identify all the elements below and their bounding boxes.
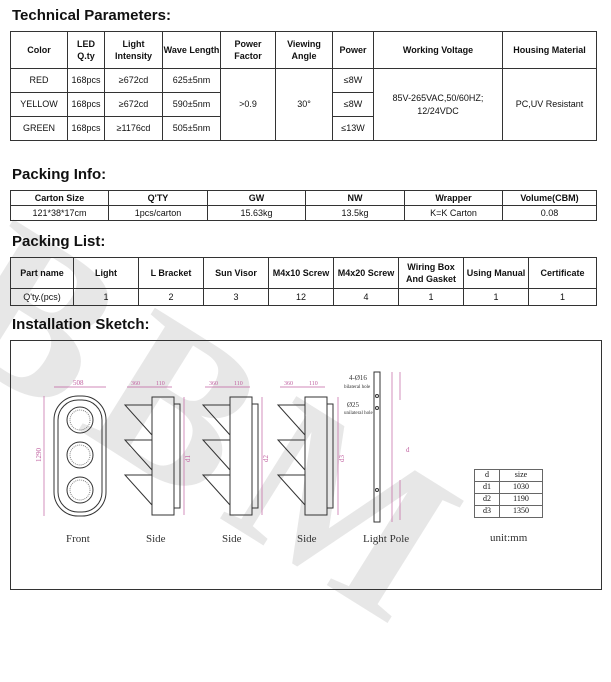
packing-info-value: 0.08 <box>502 205 597 221</box>
wave-cell: 505±5nm <box>162 116 221 141</box>
power-cell: ≤13W <box>332 116 374 141</box>
packing-info-value: K=K Carton <box>404 205 503 221</box>
tech-title: Technical Parameters: <box>12 7 171 24</box>
packing-list-header: M4x20 Screw <box>333 257 399 289</box>
size-table-header: d <box>474 469 500 482</box>
front-dimension-lines <box>43 386 106 516</box>
side3-depth-b: 110 <box>309 381 318 387</box>
packing-list-header: Wiring Box And Gasket <box>398 257 464 289</box>
side3-d-label: d3 <box>338 455 346 463</box>
caption-side-2: Side <box>222 533 242 545</box>
packing-list-value: 12 <box>268 288 334 306</box>
pole-hole2-sub: unilateral hole <box>344 411 374 416</box>
power-cell: ≤8W <box>332 68 374 93</box>
pole-hole2-label: Ø25 <box>347 401 360 409</box>
qty-cell: 168pcs <box>67 92 105 117</box>
tech-header: Working Voltage <box>373 31 503 69</box>
packing-list-value: 4 <box>333 288 399 306</box>
side1-depth-a: 360 <box>131 381 140 387</box>
packing-list-table: Part name Light L Bracket Sun Visor M4x1… <box>10 257 597 306</box>
tech-header: Light Intensity <box>104 31 163 69</box>
side1-depth-b: 110 <box>156 381 165 387</box>
voltage-cell: 85V-265VAC,50/60HZ; 12/24VDC <box>373 68 503 141</box>
installation-sketch: 508 1290 360 110 360 110 360 110 d1 d2 d… <box>35 371 410 523</box>
tech-table: Color LED Q.ty Light Intensity Wave Leng… <box>10 31 597 141</box>
size-table-key: d1 <box>474 481 500 494</box>
tech-header: Color <box>10 31 68 69</box>
pole-dimension-lines <box>391 372 401 522</box>
size-table-value: 1030 <box>499 481 543 494</box>
pole-hole1-label: 4-Ø16 <box>349 374 367 382</box>
packing-info-title: Packing Info: <box>12 166 107 183</box>
tech-header: Wave Length <box>162 31 221 69</box>
side3-depth-a: 360 <box>284 381 293 387</box>
caption-side-1: Side <box>146 533 166 545</box>
housing-cell: PC,UV Resistant <box>502 68 597 141</box>
caption-front: Front <box>66 533 90 545</box>
size-table-value: 1190 <box>499 493 543 506</box>
packing-list-header: Light <box>73 257 139 289</box>
tech-header: Power <box>332 31 374 69</box>
tech-header: LED Q.ty <box>67 31 105 69</box>
packing-info-value: 13.5kg <box>305 205 405 221</box>
side1-d-label: d1 <box>184 455 192 463</box>
packing-info-table: Carton Size Q'TY GW NW Wrapper Volume(CB… <box>10 190 597 221</box>
side-dimension-lines <box>127 386 339 515</box>
packing-list-title: Packing List: <box>12 233 106 250</box>
intensity-cell: ≥672cd <box>104 68 163 93</box>
size-table-header: size <box>499 469 543 482</box>
sketch-title: Installation Sketch: <box>12 316 150 333</box>
viewing-angle-cell: 30° <box>275 68 333 141</box>
front-height-label: 1290 <box>35 448 43 463</box>
packing-list-value: Q'ty.(pcs) <box>10 288 74 306</box>
side-view-drawing <box>123 396 334 516</box>
packing-list-value: 2 <box>138 288 204 306</box>
size-table-value: 1350 <box>499 505 543 518</box>
caption-light-pole: Light Pole <box>363 533 410 545</box>
pole-d-label: d <box>406 446 410 454</box>
sketch-frame <box>10 340 602 590</box>
packing-list-value: 1 <box>528 288 597 306</box>
side2-depth-b: 110 <box>234 381 243 387</box>
side2-depth-a: 360 <box>209 381 218 387</box>
front-view-drawing <box>53 395 107 517</box>
unit-label: unit:mm <box>490 532 528 544</box>
side2-d-label: d2 <box>262 455 270 463</box>
pole-hole1-sub: bilateral hole <box>344 385 371 390</box>
light-pole-drawing <box>373 371 381 523</box>
color-cell: GREEN <box>10 116 68 141</box>
intensity-cell: ≥1176cd <box>104 116 163 141</box>
packing-list-header: Using Manual <box>463 257 529 289</box>
size-table-key: d3 <box>474 505 500 518</box>
packing-list-value: 1 <box>398 288 464 306</box>
front-width-label: 508 <box>73 379 84 387</box>
packing-list-header: Certificate <box>528 257 597 289</box>
size-table-key: d2 <box>474 493 500 506</box>
packing-info-value: 1pcs/carton <box>108 205 208 221</box>
tech-header: Viewing Angle <box>275 31 333 69</box>
power-cell: ≤8W <box>332 92 374 117</box>
caption-side-3: Side <box>297 533 317 545</box>
